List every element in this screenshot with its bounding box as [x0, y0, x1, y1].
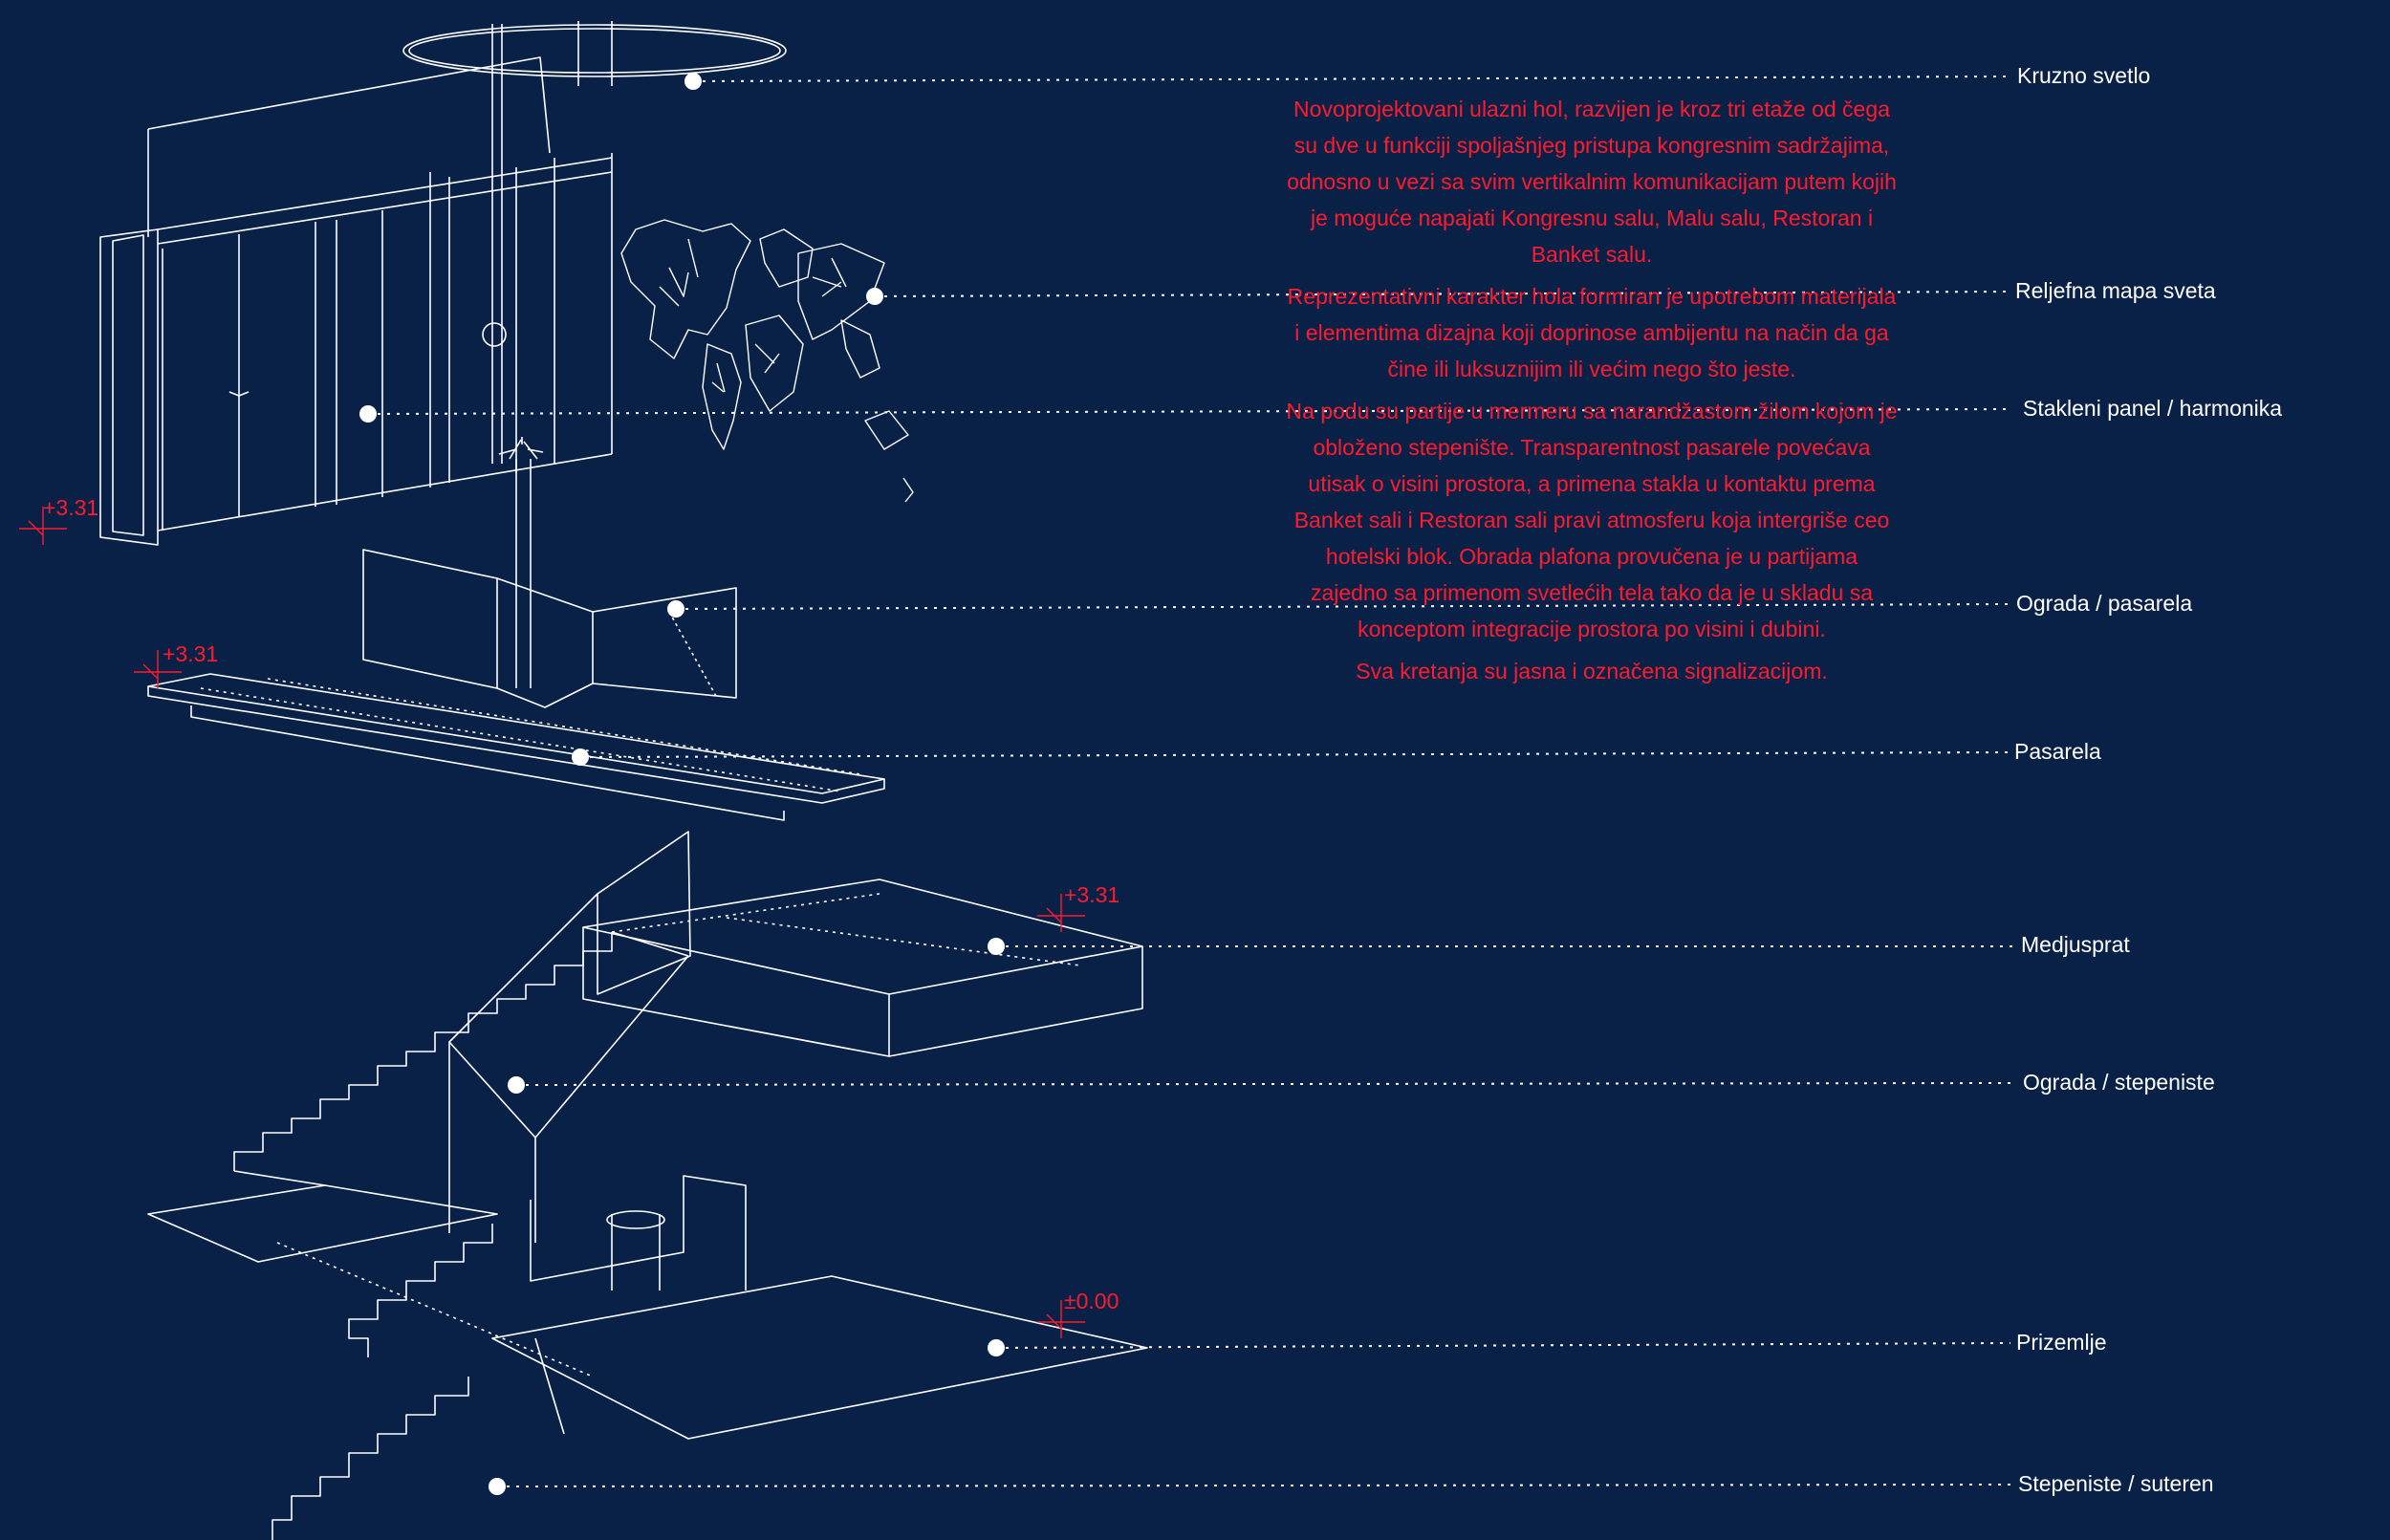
elevation-label: ±0.00 [1064, 1289, 1119, 1313]
gallery-railing-drawing [362, 549, 737, 708]
ground-floor-drawing [147, 1175, 1148, 1440]
circular-light-drawing [402, 21, 787, 464]
label-staircase-basement: Stepeniste / suteren [2018, 1471, 2214, 1496]
gallery-slab-drawing [147, 673, 885, 821]
description-paragraph: Novoprojektovani ulazni hol, razvijen je… [1287, 97, 1897, 267]
upper-stairs-drawing [233, 931, 689, 1186]
label-gallery-railing: Ograda / pasarela [2016, 591, 2193, 616]
label-world-map-relief: Reljefna mapa sveta [2015, 278, 2216, 303]
decorative-plant-drawing [498, 437, 544, 688]
elevation-label: +3.31 [43, 495, 99, 520]
glass-panel-drawing [99, 56, 613, 546]
label-gallery: Pasarela [2014, 739, 2101, 764]
description-paragraph: Sva kretanja su jasna i označena signali… [1356, 659, 1828, 683]
label-anchor-dots [359, 73, 1005, 1495]
description-paragraph: Na podu su partije u mermeru sa narandža… [1286, 399, 1898, 641]
staircase-railing-drawing [448, 893, 689, 1243]
elevation-label: +3.31 [163, 641, 219, 666]
elevation-markers [19, 507, 1085, 1338]
label-ground-floor: Prizemlje [2016, 1330, 2107, 1355]
label-mezzanine: Medjusprat [2021, 932, 2130, 957]
world-map-relief-drawing [620, 219, 914, 503]
label-circular-light: Kruzno svetlo [2017, 63, 2151, 88]
label-staircase-railing: Ograda / stepeniste [2023, 1070, 2215, 1095]
label-glass-panel: Stakleni panel / harmonika [2023, 396, 2283, 421]
description-block: Novoprojektovani ulazni hol, razvijen je… [1286, 91, 1898, 695]
lower-stairs-drawing [272, 1224, 565, 1540]
description-paragraph: Reprezentativni karakter hola formiran j… [1287, 284, 1897, 381]
elevation-label: +3.31 [1064, 882, 1120, 907]
mezzanine-drawing [582, 831, 1143, 1057]
leader-lines [367, 76, 2015, 1487]
